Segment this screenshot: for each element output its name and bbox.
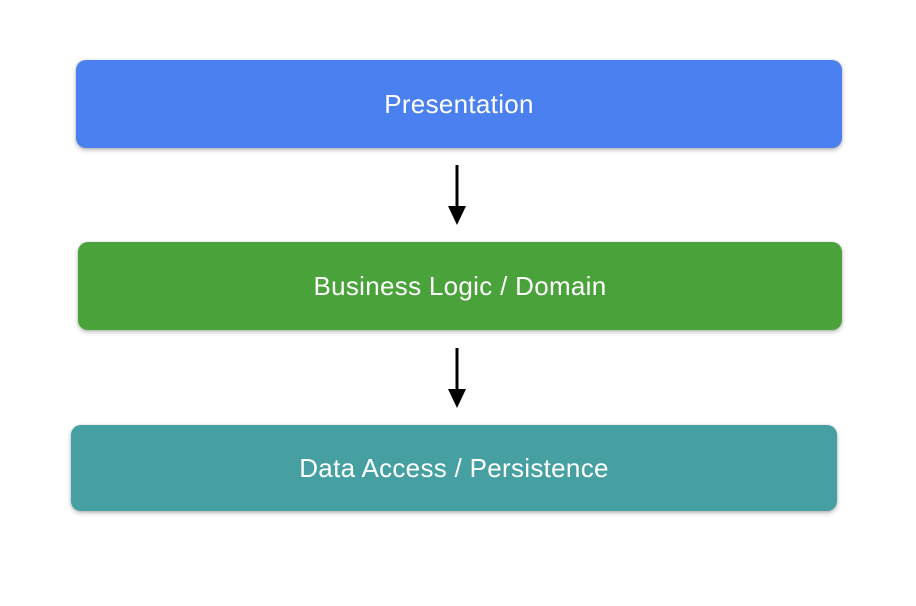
arrow-head (448, 206, 466, 225)
layer-box-presentation: Presentation (76, 60, 842, 148)
layer-box-business-logic: Business Logic / Domain (78, 242, 842, 330)
layer-box-data-access: Data Access / Persistence (71, 425, 837, 511)
layer-label-data-access: Data Access / Persistence (299, 452, 609, 483)
arrow-head (448, 389, 466, 408)
arrow-down-icon (448, 165, 466, 225)
layer-label-presentation: Presentation (384, 88, 534, 119)
layer-label-business-logic: Business Logic / Domain (313, 270, 607, 301)
arrow-down-icon (448, 348, 466, 408)
